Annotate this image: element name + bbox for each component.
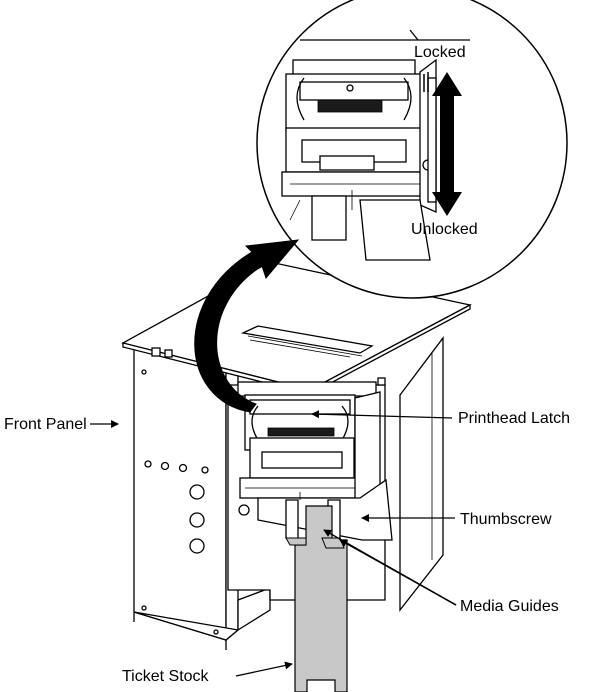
leader-lines xyxy=(90,410,457,677)
front-panel-label: Front Panel xyxy=(4,416,87,433)
ticket-stock-label: Ticket Stock xyxy=(122,668,210,685)
unlocked-label: Unlocked xyxy=(411,221,478,238)
locked-label: Locked xyxy=(414,44,466,61)
lock-direction-arrow xyxy=(423,72,462,216)
ticket-stock xyxy=(285,505,348,692)
detail-zoom-circle xyxy=(256,0,568,299)
media-guides-label: Media Guides xyxy=(460,598,559,615)
thumbscrew-label: Thumbscrew xyxy=(460,511,552,528)
printhead-latch-label: Printhead Latch xyxy=(458,410,570,427)
callout-curved-arrow xyxy=(194,239,300,413)
